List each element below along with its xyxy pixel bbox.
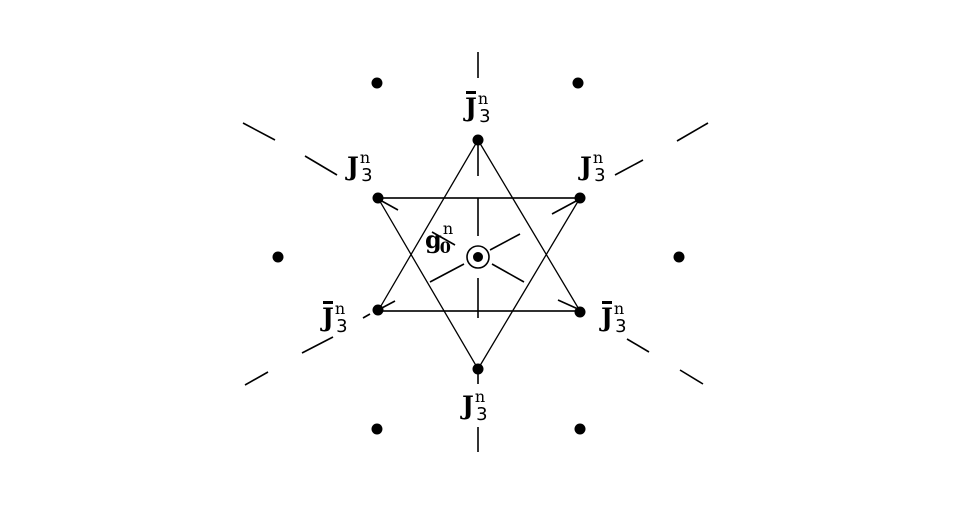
tick-lower-right [557,299,579,310]
spoke-upper-right [489,233,521,251]
outer-diagonal-ll-1 [362,313,371,319]
outer-diagonal-lr-2 [679,369,704,385]
label-center-gluon: g0n [425,219,454,257]
label-upper-left: Jn3 [347,148,373,186]
label-top: Jn3 [465,89,491,127]
outer-dot [673,251,685,263]
star-triangle-down [376,197,582,371]
outer-diagonal-ur-1 [676,122,709,142]
outer-diagonal-ul-2 [304,155,338,176]
outer-diagonal-ul-1 [242,122,276,141]
vertex-dot-upper-right [574,192,586,204]
spoke-lower-left [429,263,465,283]
label-upper-right: Jn3 [580,148,606,186]
outer-dot [574,423,586,435]
vertex-dot-lower-right [574,306,586,318]
center-dot [473,252,483,262]
outer-diagonal-ll-2 [301,336,334,354]
label-lower-right: Jn3 [601,299,627,337]
outer-dot [272,251,284,263]
tick-upper-right [551,199,579,215]
outer-dot [572,77,584,89]
center-ring [466,245,490,269]
vertex-dot-upper-left [372,192,384,204]
outer-diagonal-ur-2 [614,159,644,176]
outer-dot [371,77,383,89]
spoke-upper-left [431,231,456,246]
outer-diagonal-lr-1 [626,338,650,353]
vertex-dot-bottom [472,363,484,375]
outer-diagonal-ll-3 [244,371,269,386]
star-triangle-up [376,138,582,312]
outer-dot [371,423,383,435]
label-bottom: Jn3 [462,387,488,425]
tick-upper-left [379,199,399,211]
label-lower-left: Jn3 [322,299,348,337]
spoke-lower-right [491,263,525,283]
vertex-dot-lower-left [372,304,384,316]
vertex-dot-top [472,134,484,146]
